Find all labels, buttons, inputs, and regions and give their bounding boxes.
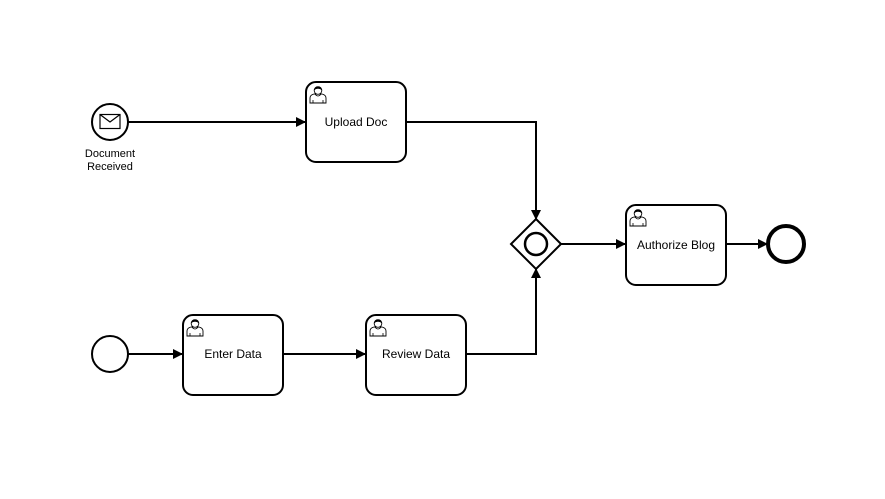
task-authorize-blog-label: Authorize Blog (637, 238, 715, 252)
message-start-event-label-line2: Received (87, 161, 133, 173)
message-start-event-label-line1: Document (85, 148, 135, 160)
task-upload-doc-label: Upload Doc (325, 115, 388, 129)
inclusive-gateway-icon (523, 231, 549, 257)
task-enter-data-label: Enter Data (204, 347, 262, 361)
task-authorize-blog[interactable]: Authorize Blog (625, 204, 727, 286)
envelope-icon (99, 113, 121, 130)
task-review-data[interactable]: Review Data (365, 314, 467, 396)
task-enter-data[interactable]: Enter Data (182, 314, 284, 396)
start-event[interactable] (91, 335, 129, 373)
end-event[interactable] (766, 224, 806, 264)
task-upload-doc[interactable]: Upload Doc (305, 81, 407, 163)
message-start-event[interactable] (91, 103, 129, 141)
flow-review-data-to-gateway[interactable] (466, 268, 541, 355)
inclusive-gateway[interactable] (509, 217, 563, 271)
flow-upload-doc-to-gateway[interactable] (406, 121, 541, 220)
task-review-data-label: Review Data (382, 347, 450, 361)
